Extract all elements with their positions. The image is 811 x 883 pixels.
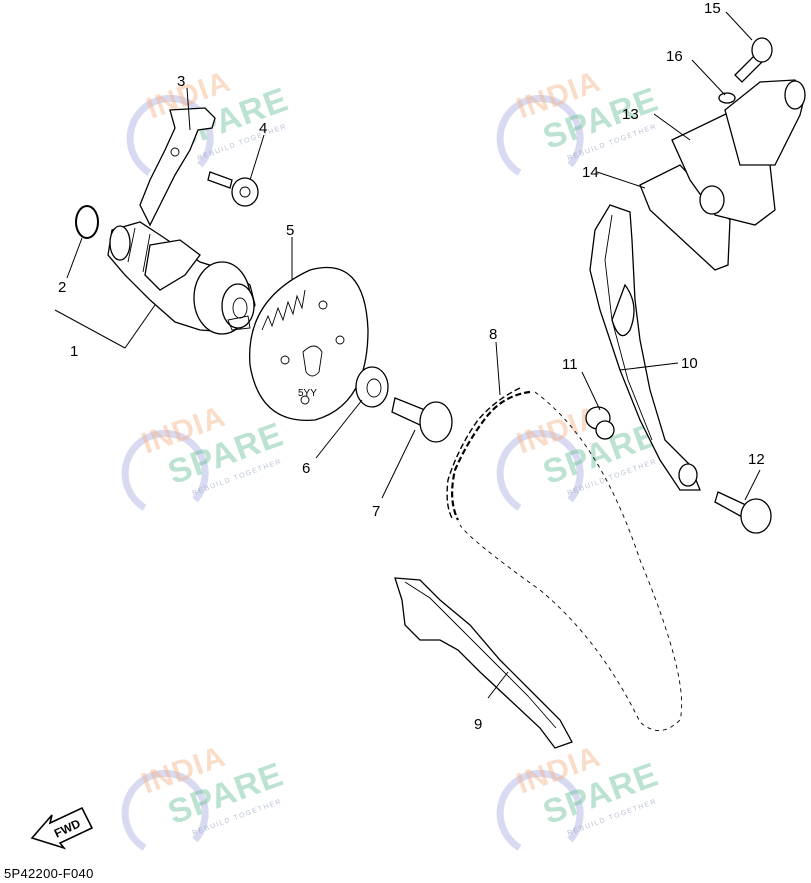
part-14-gasket bbox=[639, 164, 731, 271]
callout-8: 8 bbox=[489, 326, 497, 343]
part-16-washer bbox=[718, 92, 736, 104]
part-1-camshaft bbox=[107, 221, 256, 335]
part-9-chain-guide bbox=[394, 577, 573, 749]
callout-6: 6 bbox=[302, 460, 310, 477]
callout-15: 15 bbox=[704, 0, 721, 17]
part-6-washer bbox=[355, 366, 389, 408]
part-3-bracket bbox=[139, 107, 216, 227]
part-13-tensioner bbox=[671, 79, 806, 226]
callout-1: 1 bbox=[70, 343, 78, 360]
callout-16: 16 bbox=[666, 48, 683, 65]
callout-3: 3 bbox=[177, 73, 185, 90]
part-7-bolt bbox=[391, 397, 453, 443]
watermark-bottom-left: INDIA SPARE REBUILD TOGETHER bbox=[121, 740, 289, 851]
callout-2: 2 bbox=[58, 279, 66, 296]
callout-7: 7 bbox=[372, 503, 380, 520]
callout-5: 5 bbox=[286, 222, 294, 239]
part-10-tensioner-guide bbox=[589, 204, 701, 491]
callout-4: 4 bbox=[259, 120, 267, 137]
fwd-arrow-icon: FWD bbox=[30, 806, 94, 850]
part-4-bolt bbox=[207, 171, 259, 207]
part-12-bolt bbox=[714, 491, 772, 534]
part-15-bolt bbox=[734, 37, 773, 83]
callout-14: 14 bbox=[582, 164, 599, 181]
stamp-text: 5YY bbox=[298, 388, 317, 399]
callout-10: 10 bbox=[681, 355, 698, 372]
callout-9: 9 bbox=[474, 716, 482, 733]
leader-lines bbox=[54, 11, 761, 699]
part-5-cam-sprocket: 5YY bbox=[249, 266, 369, 422]
callout-11: 11 bbox=[562, 356, 578, 373]
callout-13: 13 bbox=[622, 106, 639, 123]
callout-12: 12 bbox=[748, 451, 765, 468]
part-8-cam-chain bbox=[446, 387, 683, 731]
watermark-top-right: INDIA SPARE REBUILD TOGETHER bbox=[496, 65, 664, 176]
part-2-o-ring bbox=[75, 205, 99, 239]
watermark-bottom-right: INDIA SPARE REBUILD TOGETHER bbox=[496, 740, 664, 851]
callout-numbers: 1 2 3 4 5 6 7 8 9 10 11 12 13 14 15 16 bbox=[58, 0, 765, 733]
diagram-code: 5P42200-F040 bbox=[4, 866, 94, 881]
part-11-collar bbox=[585, 406, 615, 440]
